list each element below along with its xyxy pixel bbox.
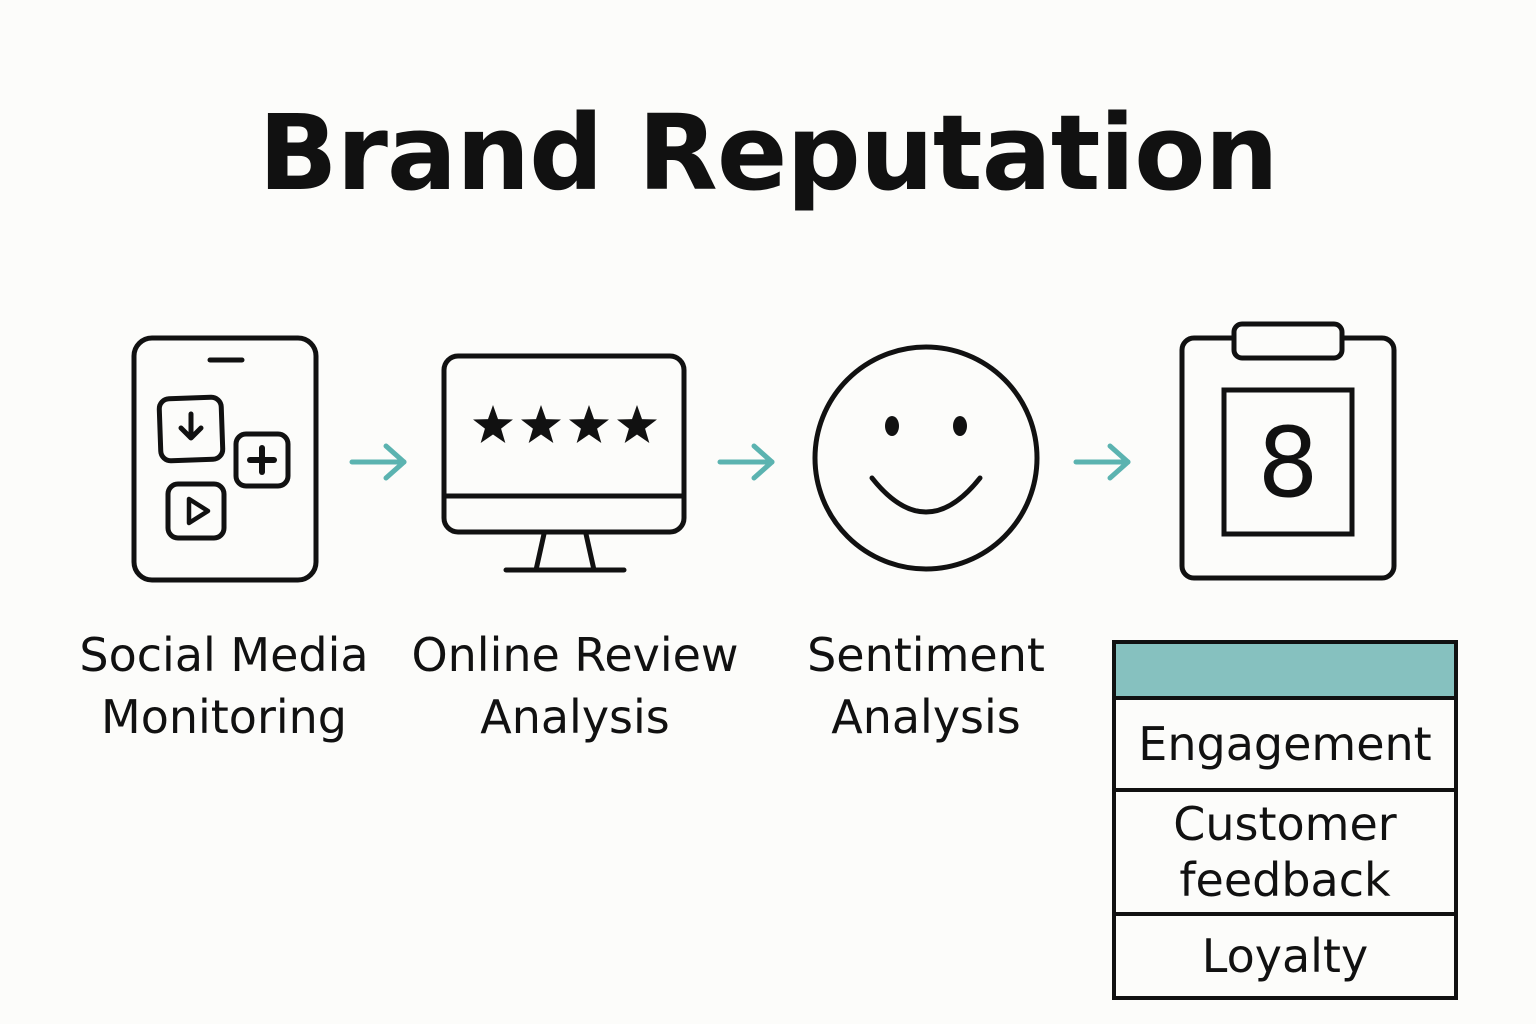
star-icon xyxy=(569,405,609,443)
metric-row-loyalty: Loyalty xyxy=(1201,929,1369,983)
diagram-title: Brand Reputation xyxy=(258,92,1278,214)
metrics-table: Engagement Customer feedback Loyalty xyxy=(1112,640,1458,1000)
star-icon xyxy=(473,405,513,443)
star-icon xyxy=(617,405,657,443)
star-icon xyxy=(521,405,561,443)
monitor-rating-icon xyxy=(441,353,687,573)
add-app-icon xyxy=(233,431,291,489)
download-app-icon xyxy=(156,394,226,464)
smiley-face-icon xyxy=(812,344,1040,572)
clipboard-score-icon: 8 xyxy=(1179,321,1397,581)
arrow-right-icon xyxy=(349,443,407,481)
step-label-sentiment-analysis: Sentiment Analysis xyxy=(807,628,1045,744)
metric-row-customer-feedback: Customer feedback xyxy=(1116,792,1454,916)
arrow-right-icon xyxy=(1073,443,1131,481)
metrics-table-header xyxy=(1116,644,1454,700)
score-value: 8 xyxy=(1257,407,1318,519)
play-app-icon xyxy=(165,481,227,541)
rating-stars xyxy=(473,405,657,443)
smartphone-apps-icon xyxy=(131,335,319,583)
step-label-social-media-monitoring: Social Media Monitoring xyxy=(79,628,369,744)
arrow-right-icon xyxy=(717,443,775,481)
metric-row-engagement: Engagement xyxy=(1116,700,1454,792)
step-label-online-review-analysis: Online Review Analysis xyxy=(411,628,739,744)
